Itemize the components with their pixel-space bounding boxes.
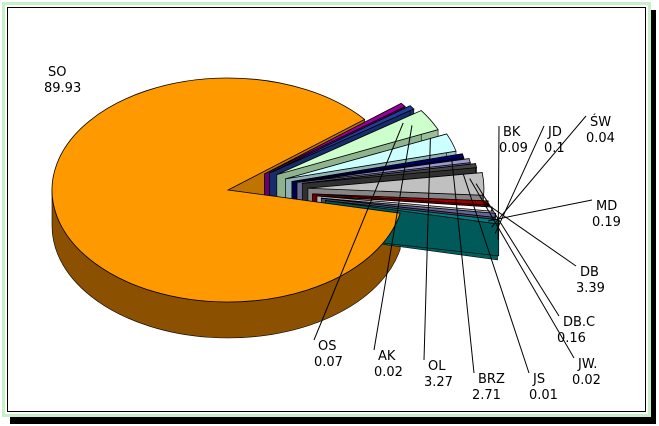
label-name: DB.C xyxy=(563,315,595,330)
slice-js xyxy=(291,153,465,182)
label-name: JD xyxy=(547,125,562,140)
slice-os xyxy=(264,102,406,175)
leader-brz xyxy=(451,160,475,374)
label-name: BRZ xyxy=(478,372,505,387)
label-value: 0.01 xyxy=(529,388,558,403)
leader-db xyxy=(483,201,577,267)
label-value: 0.19 xyxy=(592,215,621,230)
label-name: SO xyxy=(48,65,66,80)
label-jw: JW.0.02 xyxy=(572,357,601,388)
label-name: OL xyxy=(428,359,446,374)
leader-jd xyxy=(494,125,545,234)
label-value: 3.39 xyxy=(576,281,605,296)
label-name: ŚW xyxy=(590,114,611,130)
label-name: OS xyxy=(318,339,336,354)
label-value: 0.02 xyxy=(572,373,601,388)
leader-js xyxy=(462,173,530,374)
label-name: AK xyxy=(378,349,396,364)
slice-brz xyxy=(285,133,457,180)
slice-so xyxy=(51,77,401,303)
label-name: DB xyxy=(580,265,599,280)
label-name: JS xyxy=(532,372,545,387)
label-name: JW. xyxy=(577,357,597,372)
label-value: 0.07 xyxy=(314,355,343,370)
label-value: 2.71 xyxy=(472,388,501,403)
leader-ol xyxy=(423,137,431,361)
label-value: 3.27 xyxy=(424,375,453,390)
leader-w xyxy=(491,115,587,228)
leader-lines xyxy=(313,115,593,374)
leader-bk xyxy=(497,125,500,240)
leader-os xyxy=(313,122,404,341)
slice-dbc xyxy=(302,163,478,184)
label-value: 0.09 xyxy=(499,141,528,156)
leader-md xyxy=(487,199,593,222)
leader-ak xyxy=(373,125,413,351)
leader-jw xyxy=(469,178,575,359)
label-value: 0.1 xyxy=(544,141,565,156)
slice-ol xyxy=(276,110,439,175)
slice-jd xyxy=(321,197,497,218)
slice-ak xyxy=(269,105,415,174)
label-value: 0.04 xyxy=(586,131,615,146)
label-value: 0.02 xyxy=(374,365,403,380)
label-value: 0.16 xyxy=(557,331,586,346)
label-value: 89.93 xyxy=(44,81,81,96)
label-name: MD xyxy=(596,199,617,214)
label-name: BK xyxy=(503,125,521,140)
